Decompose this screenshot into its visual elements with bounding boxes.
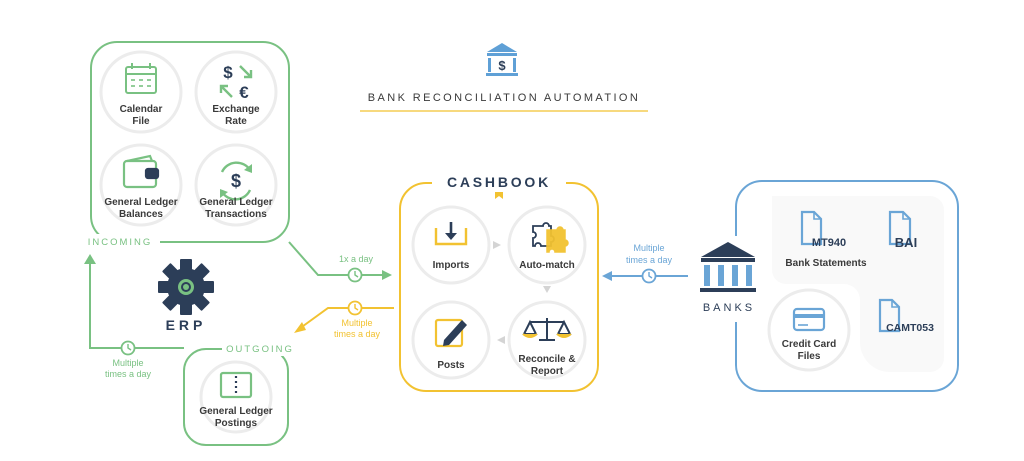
mt940-label: MT940 [812,237,846,249]
step-imports: Imports [411,205,491,285]
ledger-book-icon [219,371,253,399]
tile-calendar-file: Calendar File [99,50,183,134]
arrow-automatch-to-reconcile [543,286,551,293]
bank-icon [700,242,756,292]
outgoing-label: OUTGOING [226,344,294,355]
calendar-icon [125,63,157,94]
currency-exchange-icon: $ € [219,63,253,102]
step-posts: Posts [411,300,491,380]
cashbook-to-erp-freq-2: times a day [334,329,381,339]
credit-card-icon [792,307,826,332]
arrow-reconcile-to-posts [497,336,505,344]
tile-gl-transactions: $ General Ledger Transactions [194,143,278,227]
tile-balances-label-2: Balances [119,209,163,220]
svg-text:$: $ [231,171,241,191]
tile-calendar-label-1: Calendar [120,104,163,115]
tile-exchange-label-2: Rate [225,116,247,127]
page-title: BANK RECONCILIATION AUTOMATION [368,92,640,104]
banks-label: BANKS [703,302,755,314]
step-auto-match: Auto-match [507,205,587,285]
dollar-cycle-icon: $ [220,161,252,201]
tile-transactions-label-1: General Ledger [199,197,272,208]
banks-freq-1: Multiple [633,243,664,253]
step-auto-match-label: Auto-match [519,260,575,271]
tile-calendar-label-2: File [132,116,150,127]
tile-exchange-rate: $ € Exchange Rate [194,50,278,134]
erp-label: ERP [166,317,207,333]
tile-postings-label-2: Postings [215,418,258,429]
tile-postings-label-1: General Ledger [199,406,272,417]
outgoing-to-incoming-flow [89,262,184,349]
tile-balances-label-1: General Ledger [104,197,177,208]
tile-transactions-label-2: Transactions [205,209,267,220]
step-reconcile-label-1: Reconcile & [518,354,575,365]
tile-credit-card-files: Credit Card Files [767,288,851,372]
incoming-arrowhead [84,254,96,264]
erp-to-cashbook-freq: 1x a day [339,254,374,264]
bookmark-icon [495,192,503,199]
erp-loop-freq-2: times a day [105,369,152,379]
incoming-label: INCOMING [88,237,153,248]
camt053-document: CAMT053 [878,298,934,334]
step-posts-label: Posts [437,360,465,371]
banks-freq-2: times a day [626,255,673,265]
scales-icon [522,318,572,341]
wallet-icon [122,154,160,189]
tile-gl-balances: General Ledger Balances [99,143,183,227]
svg-text:€: € [239,83,249,102]
cashbook-to-erp-freq-1: Multiple [341,318,372,328]
step-reconcile-label-2: Report [531,366,564,377]
bank-statements-area [772,196,944,372]
bai-document: BAI [888,210,917,250]
credit-card-label-1: Credit Card [782,339,836,350]
import-tray-icon [434,222,468,246]
clock-icon [120,340,136,356]
cashbook-title: CASHBOOK [447,174,551,190]
arrow-imports-to-automatch [493,241,501,249]
tile-exchange-label-1: Exchange [212,104,260,115]
bai-label: BAI [895,235,917,250]
credit-card-label-2: Files [798,351,821,362]
bank-statements-label: Bank Statements [785,258,867,269]
clock-icon [347,300,363,316]
cashbook-to-erp-flow [298,307,394,330]
clock-icon [347,267,363,283]
svg-text:$: $ [223,63,233,82]
camt053-label: CAMT053 [886,322,934,334]
tile-gl-postings: General Ledger Postings [199,360,273,434]
svg-text:$: $ [498,58,506,73]
step-reconcile-report: Reconcile & Report [507,300,587,380]
edit-document-icon [434,318,467,348]
clock-icon [641,268,657,284]
mt940-document: MT940 [800,210,846,249]
erp-loop-freq-1: Multiple [112,358,143,368]
header-logo-icon: $ [486,43,518,76]
puzzle-icon [532,222,569,253]
step-imports-label: Imports [433,260,470,271]
gear-icon [158,259,214,315]
